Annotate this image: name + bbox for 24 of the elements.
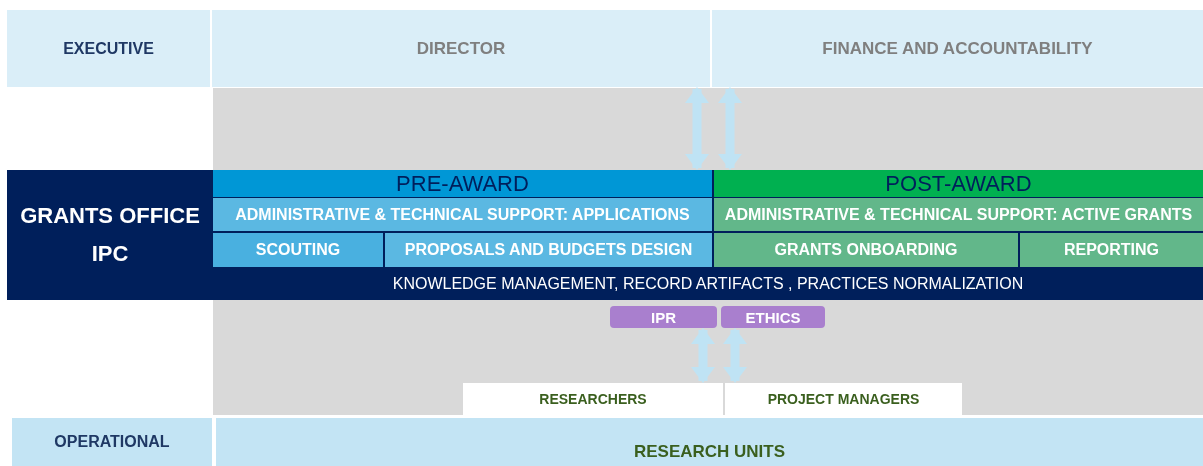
function-box: SCOUTING xyxy=(213,233,383,267)
level-label: EXECUTIVE xyxy=(7,10,210,87)
function-box: ADMINISTRATIVE & TECHNICAL SUPPORT: ACTIVE GRANTS xyxy=(714,198,1203,231)
office-title: GRANTS OFFICE IPC xyxy=(19,202,201,268)
function-box: GRANTS ONBOARDING xyxy=(714,233,1018,267)
function-box: ADMINISTRATIVE & TECHNICAL SUPPORT: APPLICATIONS xyxy=(213,198,712,231)
tag-box: IPR xyxy=(610,306,717,328)
level-label: OPERATIONAL xyxy=(12,418,212,466)
office-band xyxy=(7,170,1203,300)
band-text: KNOWLEDGE MANAGEMENT, RECORD ARTIFACTS , PRACTICES NORMALIZATION xyxy=(391,274,1025,294)
phase-header: POST-AWARD xyxy=(714,170,1203,197)
unit-band: RESEARCH UNITS xyxy=(216,418,1203,466)
function-box: REPORTING xyxy=(1020,233,1203,267)
phase-header: PRE-AWARD xyxy=(213,170,712,197)
double-arrow xyxy=(685,87,709,170)
tag-box: ETHICS xyxy=(721,306,825,328)
double-arrow xyxy=(723,328,747,383)
role-box: FINANCE AND ACCOUNTABILITY xyxy=(712,10,1203,87)
double-arrow xyxy=(718,87,742,170)
function-box: PROPOSALS AND BUDGETS DESIGN xyxy=(385,233,712,267)
role-box: DIRECTOR xyxy=(212,10,710,87)
double-arrow xyxy=(691,328,715,383)
group-box: PROJECT MANAGERS xyxy=(725,383,962,415)
group-box: RESEARCHERS xyxy=(463,383,723,415)
